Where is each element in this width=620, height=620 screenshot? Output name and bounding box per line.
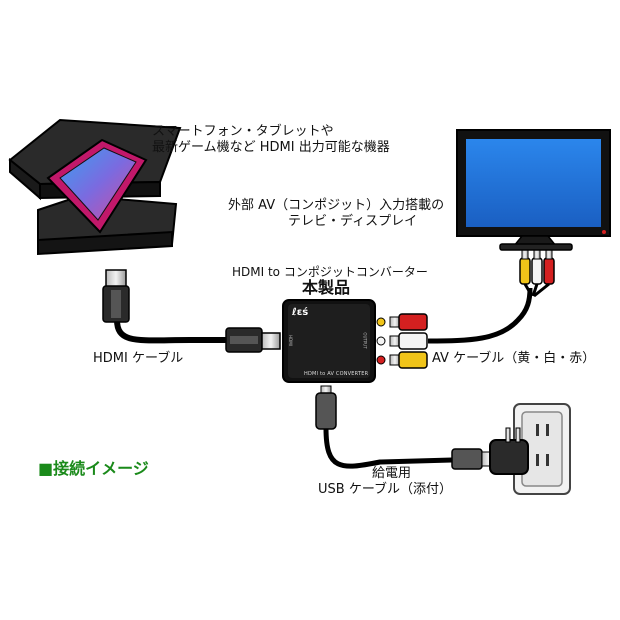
product-title: 本製品: [302, 278, 351, 297]
smartphone-icon: [46, 138, 148, 234]
hdmi-cable-label: HDMI ケーブル: [93, 351, 184, 366]
av-cable-icon: [389, 249, 555, 369]
av-cable-label: AV ケーブル（黄・白・赤）: [432, 351, 596, 366]
usb-cable-icon: [315, 385, 497, 470]
source-device-label-line1: スマートフォン・タブレットや: [152, 124, 334, 139]
device-logo: ℓεś: [292, 307, 309, 318]
product-subtitle: HDMI to コンポジットコンバーター: [232, 265, 428, 279]
display-label-line1: 外部 AV（コンポジット）入力搭載の: [228, 198, 445, 213]
hdmi-cable-icon: [102, 269, 281, 353]
usb-cable-label-line1: 給電用: [372, 466, 412, 481]
source-device-label-line2: 最新ゲーム機など HDMI 出力可能な機器: [152, 140, 390, 155]
converter-device-icon: [282, 299, 386, 383]
ac-adapter-icon: [489, 427, 529, 475]
display-label-line2: テレビ・ディスプレイ: [288, 214, 418, 229]
usb-cable-label-line2: USB ケーブル（添付）: [318, 482, 453, 497]
television-icon: [456, 129, 611, 251]
device-left-port-label: HDMI: [287, 335, 293, 346]
device-right-port-label: OUTPUT: [362, 332, 368, 349]
device-front-text: HDMI to AV CONVERTER: [304, 371, 369, 377]
section-title: ■接続イメージ: [38, 459, 149, 478]
